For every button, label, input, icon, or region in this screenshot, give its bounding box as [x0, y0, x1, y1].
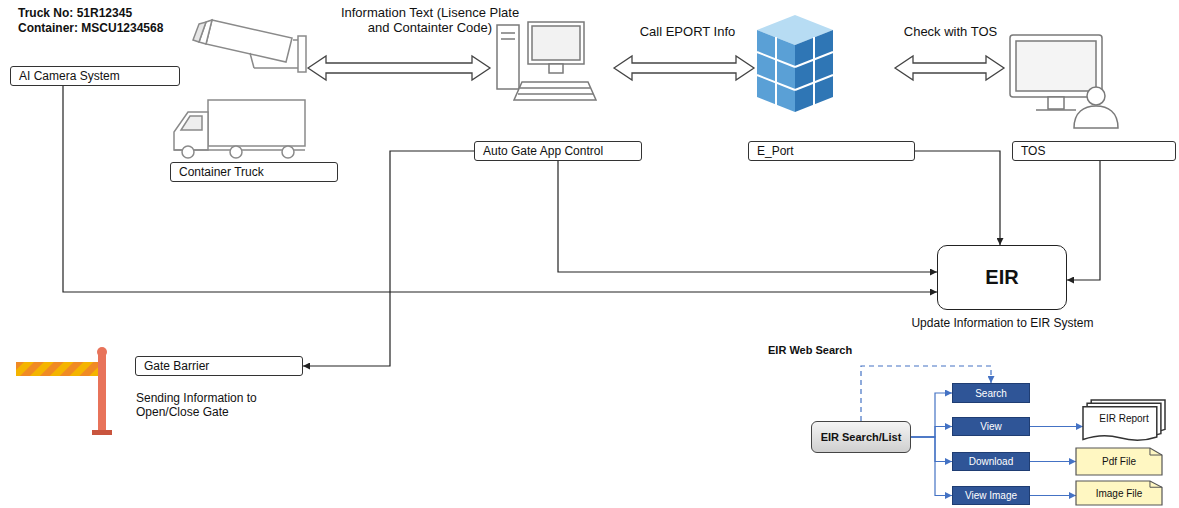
connector	[911, 437, 952, 496]
system-box: E_Port	[748, 141, 915, 161]
connector	[1067, 161, 1100, 280]
double-arrow	[308, 56, 1004, 80]
system-box: TOS	[1012, 141, 1176, 161]
node-text: EIR Report	[1099, 413, 1148, 424]
action-box: Search	[952, 383, 1030, 403]
gate-barrier-icon	[16, 347, 112, 435]
node-text: View	[980, 421, 1002, 432]
node-text: AI Camera System	[19, 69, 120, 83]
connector	[911, 437, 952, 462]
file-note: Image File	[1076, 481, 1162, 505]
connector	[1030, 461, 1076, 462]
action-box: View Image	[952, 486, 1030, 505]
node-text: View Image	[965, 490, 1017, 501]
connector	[303, 151, 474, 366]
node-text: Pdf File	[1102, 456, 1136, 467]
node-text: EIR Search/List	[821, 431, 902, 443]
action-box: Download	[952, 452, 1030, 471]
node-text: Search	[975, 388, 1007, 399]
note-label: Call EPORT Info	[620, 24, 755, 39]
connector	[1030, 426, 1083, 427]
node-text: Image File	[1096, 488, 1143, 499]
system-box: Auto Gate App Control	[474, 141, 642, 161]
connector	[911, 393, 952, 437]
server-cube-icon	[757, 15, 833, 112]
note-label: EIR Web Search	[768, 344, 852, 356]
system-box: AI Camera System	[10, 66, 180, 86]
node-text: Container Truck	[179, 165, 264, 179]
list-box: EIR Search/List	[811, 421, 911, 453]
note-label: Update Information to EIR System	[900, 316, 1105, 330]
node-text: Auto Gate App Control	[483, 144, 603, 158]
note-label: Information Text (Lisence Plate and Cont…	[340, 5, 520, 35]
connector	[911, 427, 952, 438]
node-text: Download	[969, 456, 1013, 467]
connector	[63, 86, 937, 292]
note-label: Truck No: 51R12345	[18, 6, 132, 20]
note-label: Sending Information to Open/Close Gate	[136, 391, 258, 419]
operator-icon	[1010, 35, 1118, 128]
note-label: Container: MSCU1234568	[18, 21, 163, 35]
truck-icon	[174, 100, 305, 158]
report-document: EIR Report	[1083, 400, 1165, 442]
connector	[1030, 495, 1076, 496]
computer-icon	[497, 22, 596, 100]
system-box: Gate Barrier	[135, 356, 303, 376]
eir-box: EIR	[937, 245, 1067, 310]
node-text: Gate Barrier	[144, 359, 209, 373]
node-text: EIR	[985, 266, 1018, 289]
connector	[558, 161, 937, 272]
action-box: View	[952, 417, 1030, 436]
node-text: TOS	[1021, 144, 1045, 158]
connector	[915, 151, 1000, 245]
system-box: Container Truck	[170, 162, 338, 182]
file-note: Pdf File	[1076, 448, 1162, 475]
camera-icon	[193, 20, 306, 72]
node-text: E_Port	[757, 144, 794, 158]
note-label: Check with TOS	[888, 24, 1013, 39]
